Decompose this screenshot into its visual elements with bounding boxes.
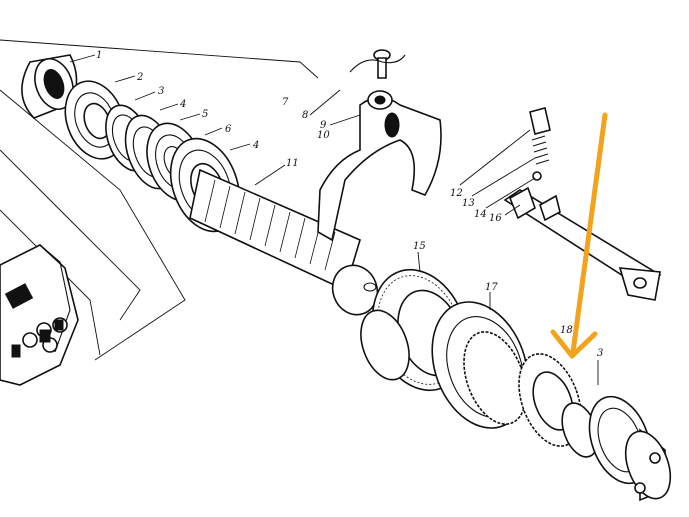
callout-15: 15 — [413, 241, 426, 252]
callout-4b: 4 — [252, 140, 259, 151]
housing-cover — [0, 244, 79, 386]
callout-13: 13 — [462, 198, 475, 209]
callout-9: 9 — [320, 120, 327, 131]
callout-18: 18 — [560, 325, 573, 336]
part-1-bearing-cap — [21, 54, 78, 119]
callout-2: 2 — [136, 72, 143, 83]
callout-12: 12 — [450, 188, 463, 199]
part-8-screw — [349, 49, 406, 79]
callout-7: 7 — [282, 97, 289, 108]
callout-10: 10 — [317, 130, 330, 141]
part-9-shift-fork — [317, 90, 442, 242]
part-17-gear-ring — [431, 301, 529, 429]
callout-3: 3 — [158, 86, 164, 97]
callout-4: 4 — [179, 99, 186, 110]
orange-arrow-annotation — [550, 112, 608, 359]
callout-17: 17 — [485, 282, 498, 293]
part-16-shift-rail — [503, 186, 662, 301]
callout-11: 11 — [286, 158, 299, 169]
callout-14: 14 — [474, 209, 487, 220]
callout-8: 8 — [302, 110, 308, 121]
part-3-bearing-right — [561, 395, 672, 502]
callout-labels: 1 2 3 4 5 6 4 11 7 8 9 10 12 13 14 16 15… — [69, 50, 603, 385]
guide-lines — [0, 39, 319, 361]
part-11-splined-shaft — [189, 168, 379, 316]
callout-16: 16 — [489, 213, 502, 224]
callout-5: 5 — [202, 109, 208, 120]
callout-3b: 3 — [597, 348, 603, 359]
part-12-detent-parts — [529, 107, 551, 181]
callout-6: 6 — [225, 124, 232, 135]
callout-1: 1 — [96, 50, 102, 61]
